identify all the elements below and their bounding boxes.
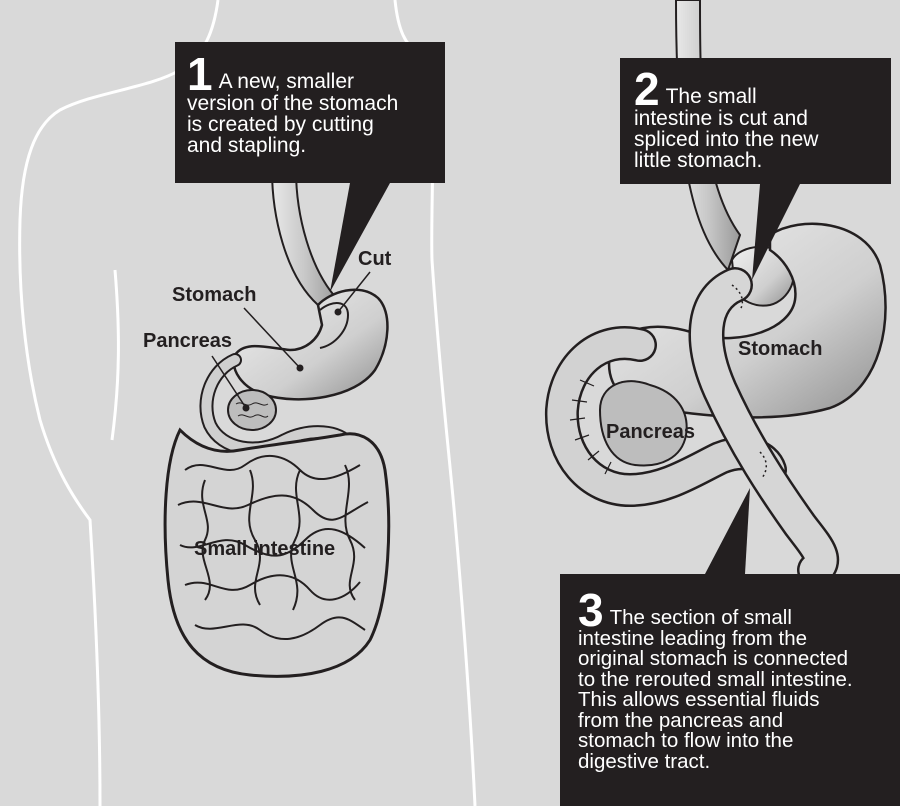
callout-1-tail (330, 183, 390, 292)
callout-line: The small (666, 85, 757, 108)
label-stomach-right: Stomach (738, 338, 822, 361)
callout-line: to the rerouted small intestine. (578, 670, 894, 691)
callout-line: original stomach is connected (578, 649, 894, 670)
label-small-intestine: Small intestine (194, 538, 335, 561)
esophagus-left (272, 170, 338, 305)
callout-line: version of the stomach (187, 93, 435, 114)
callout-line: from the pancreas and (578, 711, 894, 732)
label-pancreas-right: Pancreas (606, 421, 695, 444)
callout-line: digestive tract. (578, 752, 894, 773)
callout-line: A new, smaller (219, 70, 354, 93)
callout-line: intestine leading from the (578, 629, 894, 650)
callout-step-3: 3The section of small intestine leading … (560, 574, 900, 806)
callout-line: is created by cutting (187, 114, 435, 135)
stomach-left (234, 290, 388, 400)
label-pancreas-left: Pancreas (143, 330, 232, 353)
callout-line: This allows essential fluids (578, 690, 894, 711)
callout-line: stomach to flow into the (578, 731, 894, 752)
left-arm-line (112, 270, 118, 440)
callout-step-2: 2The small intestine is cut and spliced … (620, 58, 891, 184)
callout-line: intestine is cut and (634, 108, 883, 129)
pancreas-left (228, 390, 276, 430)
callout-step-1: 1A new, smaller version of the stomach i… (175, 42, 445, 183)
callout-line: spliced into the new (634, 129, 883, 150)
callout-3-tail (705, 488, 750, 574)
label-cut: Cut (358, 248, 391, 271)
callout-line: little stomach. (634, 150, 883, 171)
callout-line: and stapling. (187, 135, 435, 156)
callout-line: The section of small (610, 606, 792, 629)
label-stomach-left: Stomach (172, 284, 256, 307)
